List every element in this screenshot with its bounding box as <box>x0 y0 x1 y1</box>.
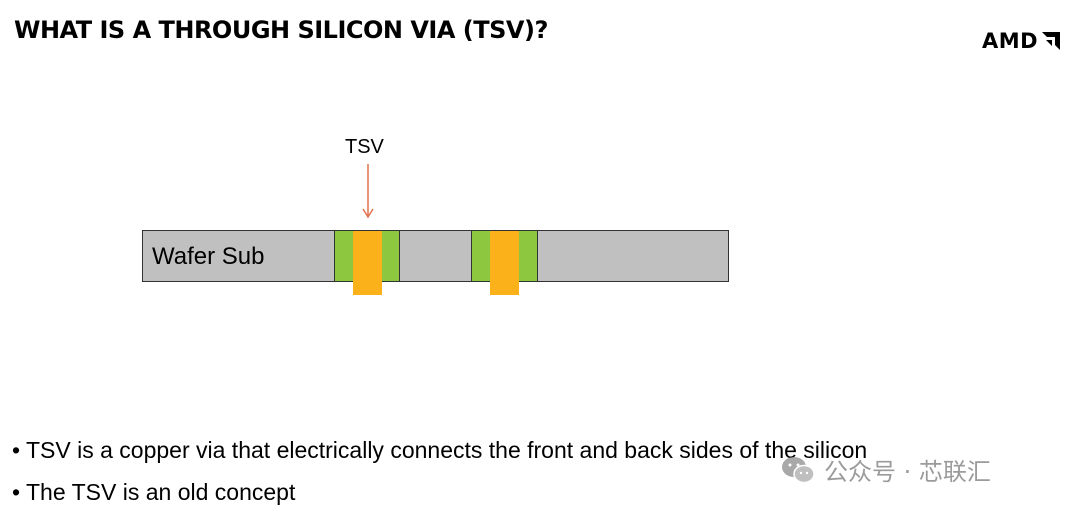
bullet-text: TSV is a copper via that electrically co… <box>26 437 868 463</box>
tsv-label: TSV <box>345 136 384 158</box>
tsv-diagram: TSV Wafer Sub <box>142 136 729 295</box>
bullet-item: •The TSV is an old concept <box>12 476 867 518</box>
amd-logo-text: AMD <box>982 29 1039 53</box>
bullet-marker: • <box>12 479 21 505</box>
wafer-substrate <box>142 230 729 282</box>
tsv-copper-right <box>490 231 519 295</box>
tsv-pointer-arrow-icon <box>362 164 374 219</box>
bullet-item: •TSV is a copper via that electrically c… <box>12 434 867 476</box>
bullet-list: •TSV is a copper via that electrically c… <box>12 434 867 518</box>
wafer-substrate-label: Wafer Sub <box>152 243 265 270</box>
watermark-text: 公众号 · 芯联汇 <box>824 458 991 486</box>
slide-title: WHAT IS A THROUGH SILICON VIA (TSV)? <box>14 16 548 44</box>
tsv-copper-left <box>353 231 382 295</box>
amd-arrow-icon <box>1042 32 1061 50</box>
watermark: 公众号 · 芯联汇 <box>780 452 991 487</box>
wechat-icon <box>782 456 815 483</box>
bullet-marker: • <box>12 437 21 463</box>
amd-logo: AMD <box>982 28 1061 54</box>
bullet-text: The TSV is an old concept <box>26 479 296 505</box>
